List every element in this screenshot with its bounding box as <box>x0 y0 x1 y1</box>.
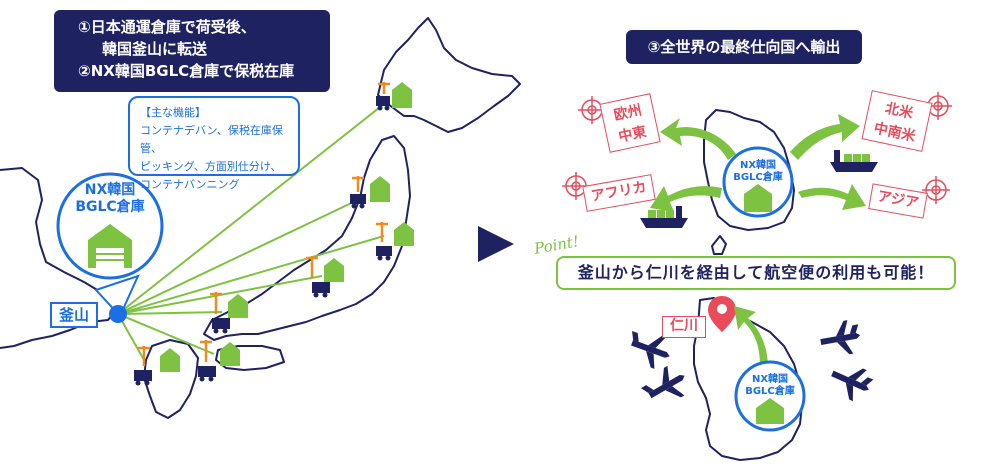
right-header-box: ③全世界の最終仕向国へ輸出 <box>626 30 862 64</box>
top-bglc-circle <box>722 146 794 218</box>
left-warehouse-line-1: NX韓国 <box>84 182 136 198</box>
bottom-warehouse-line-2: BGLC倉庫 <box>745 386 795 397</box>
incheon-pin-icon <box>708 296 736 332</box>
top-warehouse-label: NX韓国 BGLC倉庫 <box>732 160 784 184</box>
busan-dot <box>109 305 127 323</box>
left-header-box: ①日本通運倉庫で荷受後、 韓国釜山に転送 ②NX韓国BGLC倉庫で保税在庫 <box>54 10 330 92</box>
header-line-3: ②NX韓国BGLC倉庫で保税在庫 <box>78 62 295 80</box>
header-line-1: ①日本通運倉庫で荷受後、 <box>78 18 256 36</box>
functions-line-3: コンテナバンニング <box>140 178 240 191</box>
top-warehouse-line-1: NX韓国 <box>739 160 777 171</box>
header-line-2: 韓国釜山に転送 <box>102 40 208 58</box>
point-message-banner: 釜山から仁川を経由して航空便の利用も可能！ <box>556 256 956 290</box>
airplane-icons <box>631 320 874 402</box>
functions-note: 【主な機能】 コンテナデバン、保税在庫保管、 ピッキング、方面別仕分け、 コンテ… <box>128 96 300 191</box>
bglc-warehouse-icon <box>88 224 132 268</box>
busan-label: 釜山 <box>50 302 98 328</box>
functions-line-2: ピッキング、方面別仕分け、 <box>140 160 282 173</box>
functions-title: 【主な機能】 <box>140 106 206 119</box>
left-warehouse-label: NX韓国 BGLC倉庫 <box>70 182 150 216</box>
route-lines <box>117 103 385 361</box>
container-ship-icons <box>640 150 878 228</box>
incheon-label: 仁川 <box>662 316 706 338</box>
callout-pointer <box>94 274 140 318</box>
functions-line-1: コンテナデバン、保税在庫保管、 <box>140 124 283 155</box>
export-arrows <box>650 114 866 212</box>
bottom-warehouse-label: NX韓国 BGLC倉庫 <box>744 374 796 398</box>
airport-route-arrow <box>734 306 768 368</box>
bottom-bglc-circle <box>734 360 806 432</box>
japan-warehouse-icons <box>134 82 414 386</box>
bottom-warehouse-line-1: NX韓国 <box>751 374 789 385</box>
bottom-bglc-warehouse-icon <box>756 398 784 424</box>
top-bglc-warehouse-icon <box>744 184 772 212</box>
top-warehouse-line-2: BGLC倉庫 <box>733 172 783 183</box>
destination-europe-tag: 欧州 中東 <box>599 93 661 153</box>
left-warehouse-line-2: BGLC倉庫 <box>75 199 145 215</box>
flow-arrow-icon <box>478 226 514 262</box>
